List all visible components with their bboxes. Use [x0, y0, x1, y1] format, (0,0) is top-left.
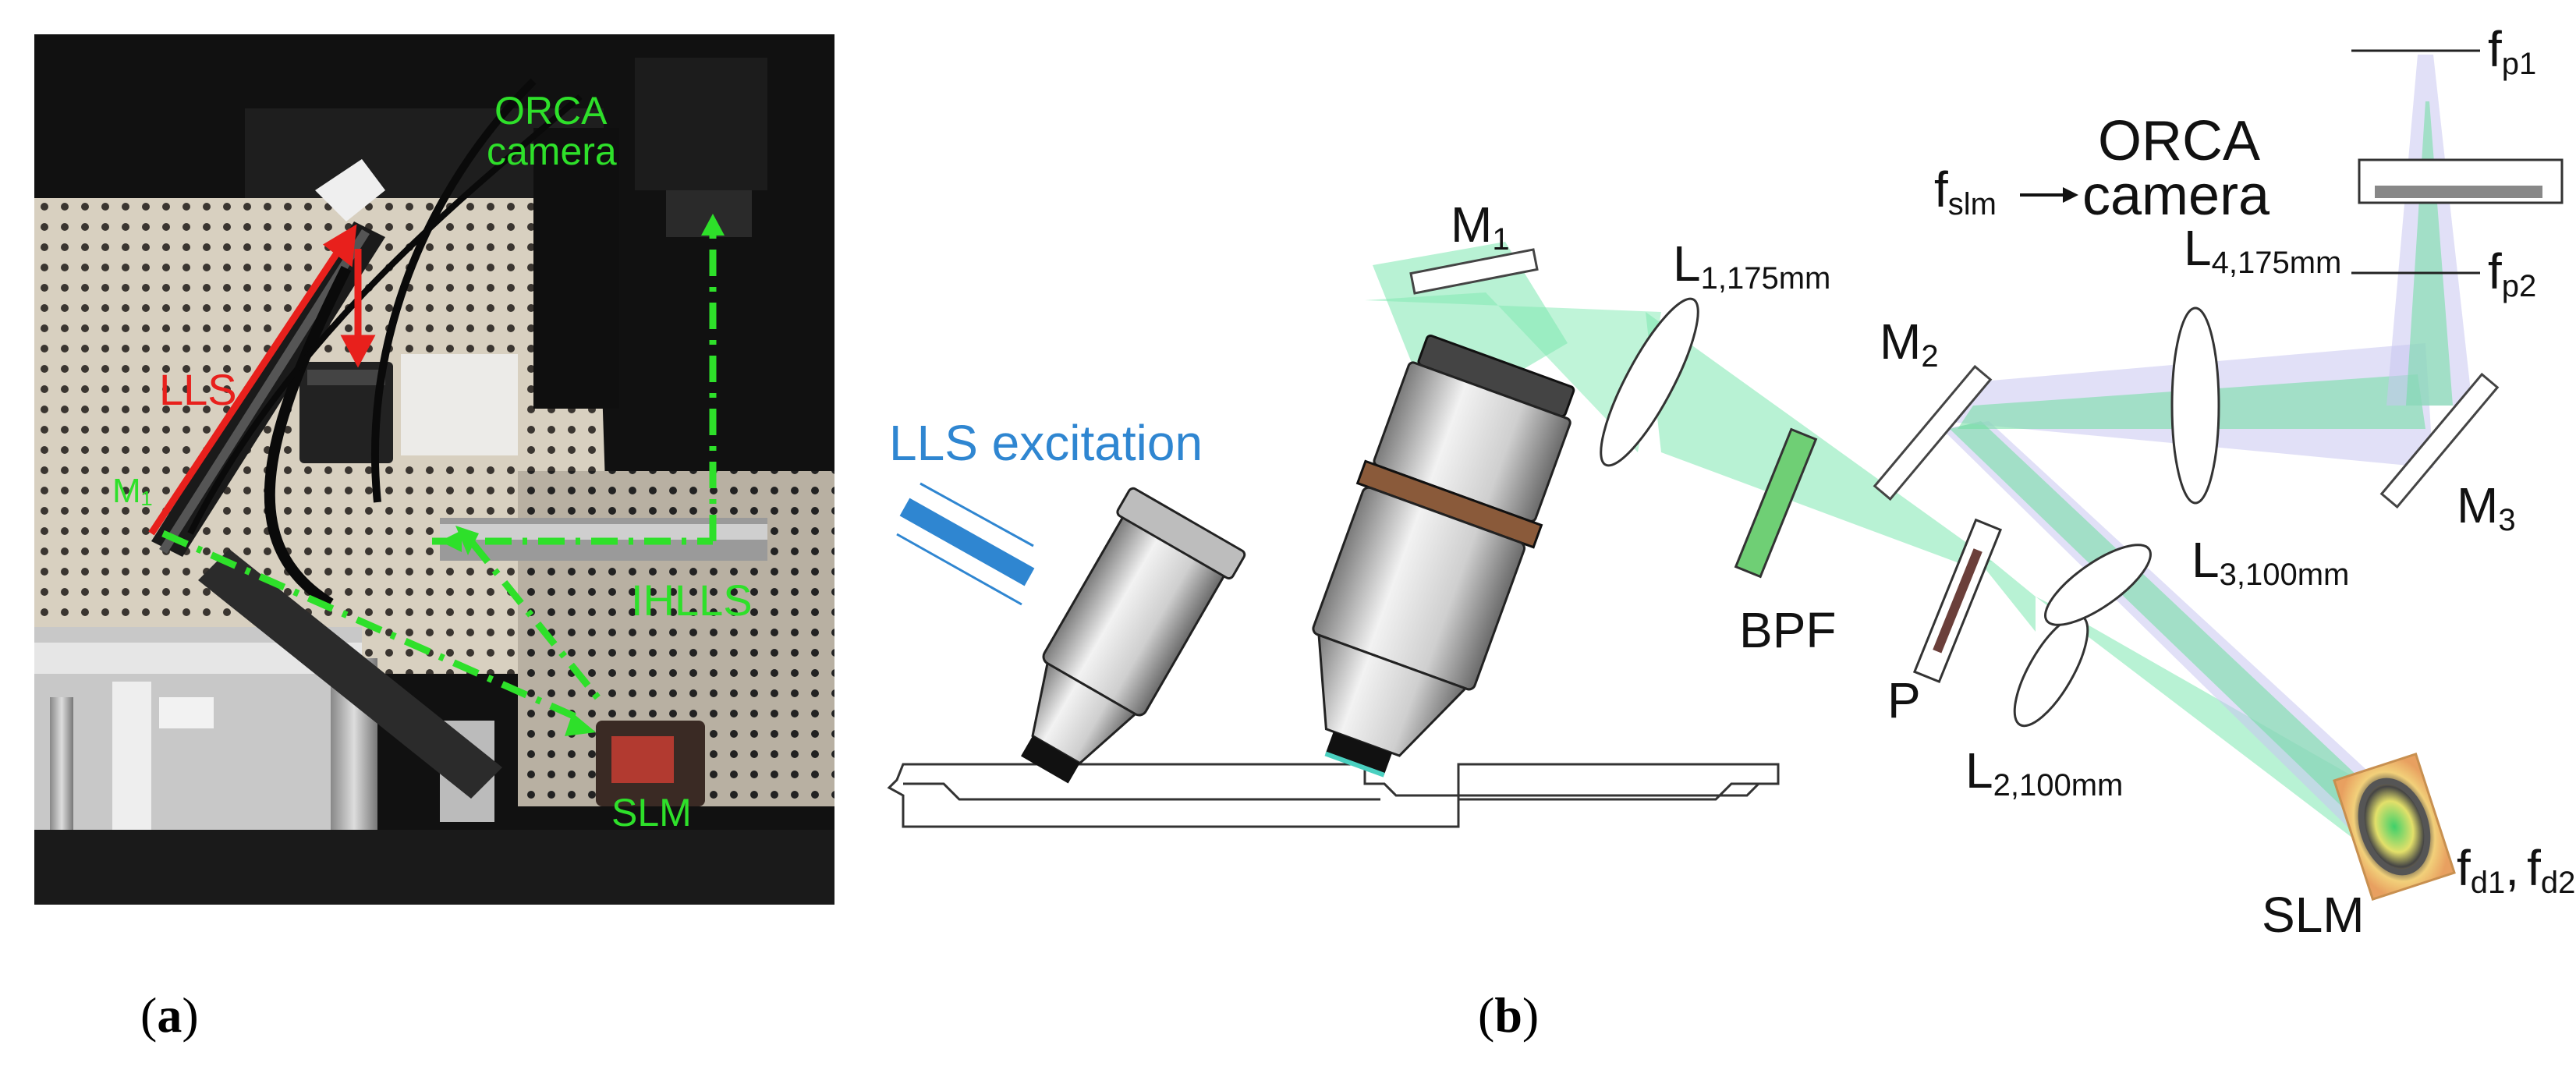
photo-label-orca: ORCA camera — [487, 89, 617, 173]
optical-schematic: LLS excitation M1 L1,175 — [866, 16, 2575, 951]
fslm-arrow — [2020, 187, 2078, 203]
excitation-objective — [1021, 487, 1246, 784]
mirror-m2 — [1873, 364, 1993, 501]
photo-label-m1: M₁ — [112, 472, 153, 510]
label-p: P — [1887, 672, 1921, 728]
lens-l3 — [2044, 544, 2152, 626]
optical-schematic-drawing: LLS excitation M1 L1,175 — [887, 21, 2575, 943]
setup-photo-illustration: ORCA camera LLS M₁ IHLLS SLM — [34, 34, 834, 905]
caption-a: (a) — [140, 987, 199, 1043]
photo-label-ihlls: IHLLS — [631, 576, 753, 625]
beam-path — [1365, 55, 2472, 858]
label-fd: fd1,fd2 — [2457, 840, 2575, 900]
setup-photo: ORCA camera LLS M₁ IHLLS SLM — [34, 34, 834, 905]
orca-camera — [2358, 158, 2564, 204]
label-fp1: fp1 — [2488, 21, 2536, 81]
lens-l4 — [2170, 306, 2220, 505]
label-l4: L4,175mm — [2184, 220, 2341, 280]
mirror-m3 — [2379, 372, 2500, 509]
caption-b-letter: b — [1494, 987, 1522, 1043]
label-m2: M2 — [1880, 314, 1939, 374]
bandpass-filter — [1734, 427, 1818, 579]
label-l3: L3,100mm — [2192, 532, 2349, 592]
label-m1: M1 — [1451, 197, 1510, 257]
polarizer — [1912, 518, 2003, 684]
caption-a-letter: a — [157, 987, 182, 1043]
sample-stage — [887, 763, 1780, 828]
label-lls-excitation: LLS excitation — [889, 415, 1203, 471]
lens-l1 — [1600, 297, 1699, 467]
label-fslm: fslm — [1934, 161, 1997, 221]
label-bpf: BPF — [1739, 602, 1836, 658]
label-orca-camera: ORCA camera — [2082, 110, 2273, 227]
label-m3: M3 — [2457, 477, 2516, 537]
photo-label-lls: LLS — [159, 365, 237, 414]
label-slm: SLM — [2262, 887, 2365, 943]
detection-objective — [1312, 334, 1575, 778]
lls-excitation-beam — [896, 482, 1035, 606]
label-fp2: fp2 — [2488, 243, 2536, 303]
label-l2: L2,100mm — [1965, 742, 2123, 802]
mirror-m1 — [1409, 248, 1539, 295]
photo-label-slm: SLM — [611, 791, 692, 834]
spatial-light-modulator — [2333, 753, 2456, 901]
label-l1: L1,175mm — [1673, 236, 1830, 296]
caption-b: (b) — [1478, 987, 1540, 1043]
